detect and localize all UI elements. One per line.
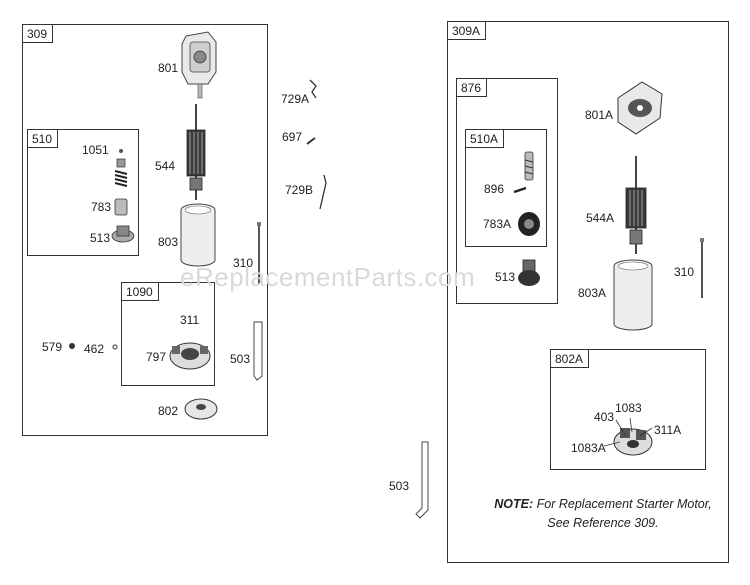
pin-697[interactable]	[305, 136, 317, 146]
group-309-frame: 309	[22, 24, 268, 436]
housing-803a[interactable]	[612, 258, 654, 332]
part-label-311: 311	[180, 313, 200, 327]
brush-plate-797[interactable]	[168, 338, 212, 372]
through-bolt-310[interactable]	[255, 222, 263, 286]
part-label-503: 503	[230, 352, 251, 366]
group-802a-label: 802A	[551, 350, 590, 368]
note-line-2: See Reference 309.	[547, 516, 659, 530]
part-label-544a: 544A	[586, 211, 615, 225]
part-label-801: 801	[158, 61, 179, 75]
part-label-803a: 803A	[578, 286, 607, 300]
group-876-frame: 876	[456, 78, 558, 304]
part-label-783a: 783A	[483, 217, 512, 231]
retainer-1051[interactable]	[116, 146, 126, 156]
through-bolt-310b[interactable]	[698, 238, 706, 300]
part-label-544: 544	[155, 159, 176, 173]
group-309-label: 309	[23, 25, 54, 43]
group-510a-label: 510A	[466, 130, 505, 148]
note-prefix: NOTE:	[494, 497, 534, 511]
part-label-729b: 729B	[285, 183, 314, 197]
group-1090-frame: 1090	[121, 282, 215, 386]
group-309a-frame: 309A	[447, 21, 729, 563]
part-label-503-loose: 503	[389, 479, 410, 493]
part-label-1083a: 1083A	[571, 441, 606, 455]
part-label-896: 896	[484, 182, 505, 196]
part-label-803: 803	[158, 235, 179, 249]
part-label-802: 802	[158, 404, 179, 418]
group-309a-label: 309A	[448, 22, 487, 40]
armature-544[interactable]	[183, 104, 209, 200]
group-802a-frame: 802A	[550, 349, 706, 470]
part-label-783: 783	[91, 200, 112, 214]
spring-783[interactable]	[112, 157, 130, 221]
group-876-label: 876	[457, 79, 488, 97]
bracket-503[interactable]	[251, 320, 265, 382]
bracket-503-loose[interactable]	[412, 440, 432, 520]
part-label-310: 310	[233, 256, 254, 270]
group-510a-frame: 510A	[465, 129, 547, 247]
washer-579[interactable]	[67, 341, 77, 351]
drive-gear-513[interactable]	[110, 222, 136, 244]
part-label-311a: 311A	[654, 423, 682, 437]
replacement-note: NOTE: For Replacement Starter Motor, See…	[488, 495, 718, 533]
pin-896[interactable]	[512, 186, 528, 194]
part-label-310b: 310	[674, 265, 695, 279]
note-line-1: For Replacement Starter Motor,	[536, 497, 712, 511]
drive-end-cap-801[interactable]	[178, 28, 220, 102]
commutator-end-cap-802[interactable]	[183, 395, 219, 425]
armature-544a[interactable]	[622, 156, 650, 254]
leader-lines-802a	[603, 417, 653, 447]
part-label-579: 579	[42, 340, 63, 354]
clip-729b[interactable]	[314, 173, 330, 213]
group-1090-label: 1090	[122, 283, 159, 301]
part-label-1083: 1083	[615, 401, 642, 415]
part-label-1051: 1051	[82, 143, 109, 157]
group-510-frame: 510	[27, 129, 139, 256]
brush-assembly-802a[interactable]	[612, 418, 654, 462]
drive-end-cap-801a[interactable]	[612, 78, 666, 140]
washer-462[interactable]	[110, 342, 120, 352]
part-label-697: 697	[282, 130, 303, 144]
clip-729a[interactable]	[306, 78, 320, 100]
part-label-462: 462	[84, 342, 105, 356]
pinion-783a[interactable]	[516, 210, 542, 238]
spring-510a[interactable]	[522, 150, 536, 182]
drive-gear-513b[interactable]	[516, 258, 542, 290]
part-label-513b: 513	[495, 270, 516, 284]
part-label-797: 797	[146, 350, 167, 364]
part-label-729a: 729A	[281, 92, 310, 106]
part-label-801a: 801A	[585, 108, 614, 122]
part-label-403: 403	[594, 410, 615, 424]
housing-803[interactable]	[180, 202, 216, 268]
group-510-label: 510	[28, 130, 59, 148]
part-label-513: 513	[90, 231, 111, 245]
